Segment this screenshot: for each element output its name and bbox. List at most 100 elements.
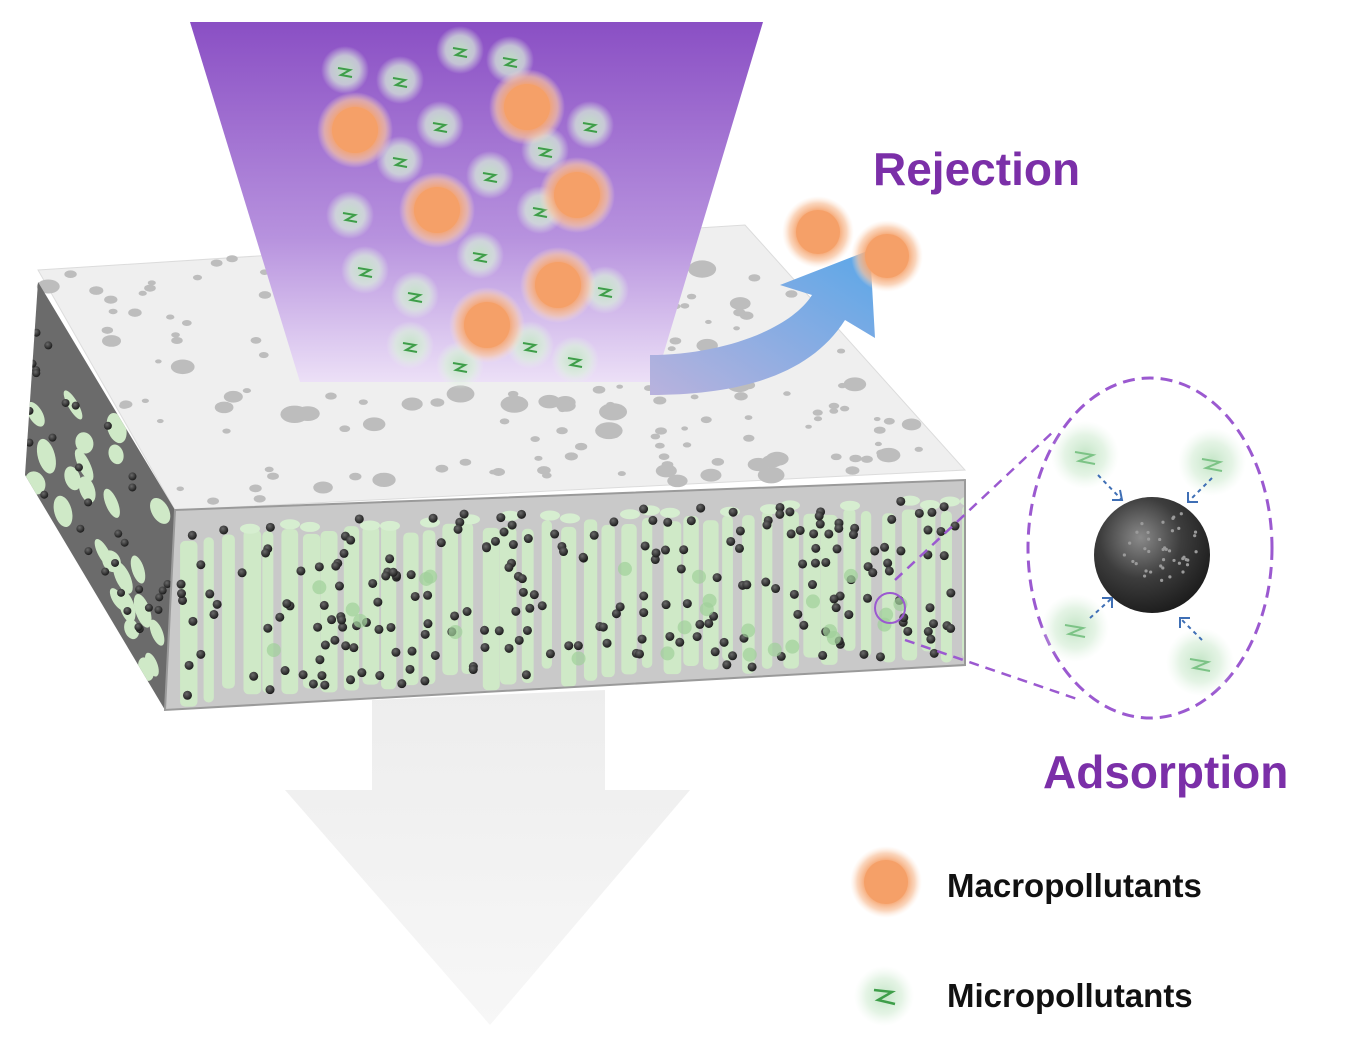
- adsorbent-dot: [578, 552, 588, 562]
- support-cell: [583, 519, 598, 681]
- surface-pore: [711, 458, 725, 466]
- surface-pore: [849, 454, 862, 463]
- support-cell: [103, 488, 120, 518]
- sphere-pore: [1167, 549, 1172, 553]
- adsorbent-dot: [936, 526, 946, 536]
- surface-pore: [401, 397, 423, 411]
- rejection-arrow: [650, 250, 875, 395]
- side-cross-section: [25, 328, 172, 681]
- adsorbent-dot: [795, 525, 805, 535]
- adsorbent-dot: [545, 649, 555, 659]
- adsorbent-dot: [635, 649, 645, 659]
- adsorbent-dot: [525, 603, 535, 613]
- adsorbent-dot: [775, 502, 785, 512]
- surface-pore: [757, 466, 785, 484]
- adsorbent-dot: [334, 581, 344, 591]
- support-cell: [74, 449, 94, 481]
- feed-particles: [317, 26, 629, 389]
- adsorbent-dot: [686, 516, 696, 526]
- surface-pore: [845, 466, 860, 475]
- support-cell: [461, 522, 474, 675]
- surface-pore: [840, 405, 850, 412]
- sphere-pore: [1170, 529, 1175, 533]
- adsorbent-dot: [468, 665, 478, 675]
- surface-pore: [901, 418, 922, 431]
- adsorbent-dot: [123, 606, 132, 615]
- adsorbent-dot: [639, 591, 649, 601]
- sphere-pore: [1194, 550, 1198, 554]
- adsorbent-dot: [609, 517, 619, 527]
- surface-pore: [144, 284, 156, 292]
- adsorbent-dot: [735, 526, 745, 536]
- adsorbent-dot: [798, 559, 808, 569]
- adsorbent-dot: [455, 517, 465, 527]
- surface-pore: [492, 468, 506, 476]
- adsorbent-dot: [381, 571, 391, 581]
- adsorbent-dot: [134, 623, 143, 632]
- support-cell: [381, 525, 397, 690]
- support-cell: [281, 529, 299, 695]
- adsorbent-dot: [128, 483, 137, 492]
- adsorbent-dot: [728, 651, 738, 661]
- micropollutant-squiggle: [502, 57, 518, 68]
- adsorbent-dot: [320, 640, 330, 650]
- micropollutant-squiggle: [582, 122, 598, 133]
- adsorbent-dot: [602, 638, 612, 648]
- surface-pore: [729, 297, 751, 310]
- surface-pore: [812, 409, 823, 416]
- adsorbent-dot: [785, 507, 795, 517]
- surface-pore: [843, 377, 867, 392]
- adsorbent-dot: [831, 603, 841, 613]
- adsorbent-dot: [726, 536, 736, 546]
- surface-pore: [592, 385, 606, 394]
- adsorbent-dot: [514, 635, 524, 645]
- macropollutant: [554, 172, 600, 218]
- adsorbent-dot: [436, 538, 446, 548]
- rejection-label: Rejection: [873, 143, 1080, 195]
- surface-pore: [653, 396, 667, 405]
- adsorbent-dot: [863, 593, 873, 603]
- adsorbent-dot: [296, 566, 306, 576]
- adsorbent-dot: [346, 535, 356, 545]
- support-cell: [901, 509, 918, 661]
- adsorbent-dot: [558, 547, 568, 557]
- micropollutant-dot: [448, 625, 463, 640]
- surface-pore: [688, 260, 717, 278]
- sphere-pore: [1161, 566, 1165, 570]
- adsorbent-dot: [719, 637, 729, 647]
- support-cell: [360, 520, 380, 531]
- micropollutant-dot: [571, 651, 586, 666]
- support-cell: [683, 516, 699, 667]
- micropollutant-dot: [826, 631, 841, 646]
- support-cell: [761, 510, 773, 669]
- adsorbent-dot: [946, 623, 956, 633]
- adsorbent-dot: [135, 585, 144, 594]
- legend-micro-swatch: [854, 966, 914, 1026]
- adsorbent-dot: [522, 625, 532, 635]
- support-cell: [64, 466, 81, 491]
- adsorbent-dot: [923, 627, 933, 637]
- micropollutant-squiggle: [342, 212, 358, 223]
- micropollutant-dot: [266, 643, 281, 658]
- adsorbent-dot: [320, 680, 330, 690]
- micropollutant-dot: [702, 593, 717, 608]
- support-cell: [403, 532, 419, 686]
- adsorbent-dot: [410, 591, 420, 601]
- surface-pore: [222, 428, 231, 434]
- adsorbent-dot: [834, 523, 844, 533]
- adsorbent-dot: [84, 547, 93, 556]
- adsorbent-dot: [265, 522, 275, 532]
- support-cell: [203, 537, 214, 703]
- adsorbent-dot: [818, 650, 828, 660]
- adsorbent-dot: [929, 648, 939, 658]
- micropollutant-dot: [742, 647, 757, 662]
- sphere-pore: [1147, 549, 1151, 554]
- micropollutant-squiggle: [337, 67, 353, 78]
- adsorbent-dot: [261, 548, 271, 558]
- surface-pore: [658, 453, 670, 461]
- adsorbent-dot: [386, 622, 396, 632]
- adsorbent-dot: [346, 675, 356, 685]
- support-cell: [840, 500, 860, 511]
- micropollutant-squiggle: [402, 342, 418, 353]
